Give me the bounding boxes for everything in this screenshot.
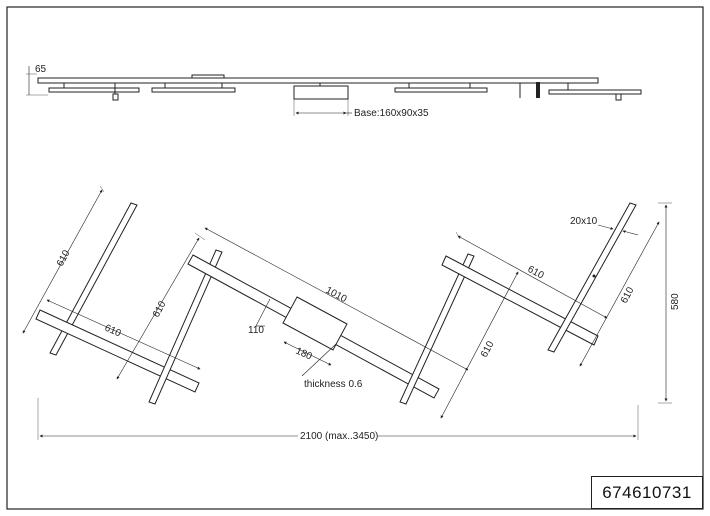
article-number: 674610731 (602, 482, 692, 502)
dim-right-610-c: 610 (619, 285, 637, 305)
side-light-bar-1 (48, 87, 140, 93)
dim-center-1010: 1010 (324, 285, 349, 305)
side-stem-dark (536, 82, 540, 98)
side-canopy-bar (37, 77, 599, 84)
thickness-label: thickness 0.6 (304, 379, 363, 390)
profile-size-label: 20x10 (570, 216, 598, 227)
top-base-plate (282, 296, 348, 351)
top-view: 610 610 610 1010 110 180 thickness 0.6 6… (22, 185, 681, 442)
dim-right-610-a: 610 (526, 264, 546, 282)
side-base-block (293, 85, 349, 100)
side-light-bar-4 (548, 89, 642, 95)
drawing-frame (6, 6, 704, 510)
side-view: 65 Base:160x90x35 (26, 64, 642, 119)
side-height-label: 65 (35, 64, 47, 75)
article-number-box: 674610731 (591, 476, 703, 509)
dim-left-610-c: 610 (151, 299, 169, 319)
dim-base-180: 180 (294, 346, 314, 363)
dim-height-580: 580 (670, 293, 681, 310)
dim-total-length: 2100 (max..3450) (300, 431, 378, 442)
side-canopy-cap (191, 74, 225, 79)
dim-base-110: 110 (248, 325, 264, 336)
base-size-label: Base:160x90x35 (354, 108, 429, 119)
dim-left-610-b: 610 (103, 323, 123, 340)
left-arm-vertical (49, 202, 138, 356)
side-light-bar-3 (394, 87, 488, 93)
dim-left-610-a: 610 (55, 248, 73, 268)
dim-right-610-b: 610 (479, 339, 497, 359)
side-light-bar-2 (151, 87, 236, 93)
